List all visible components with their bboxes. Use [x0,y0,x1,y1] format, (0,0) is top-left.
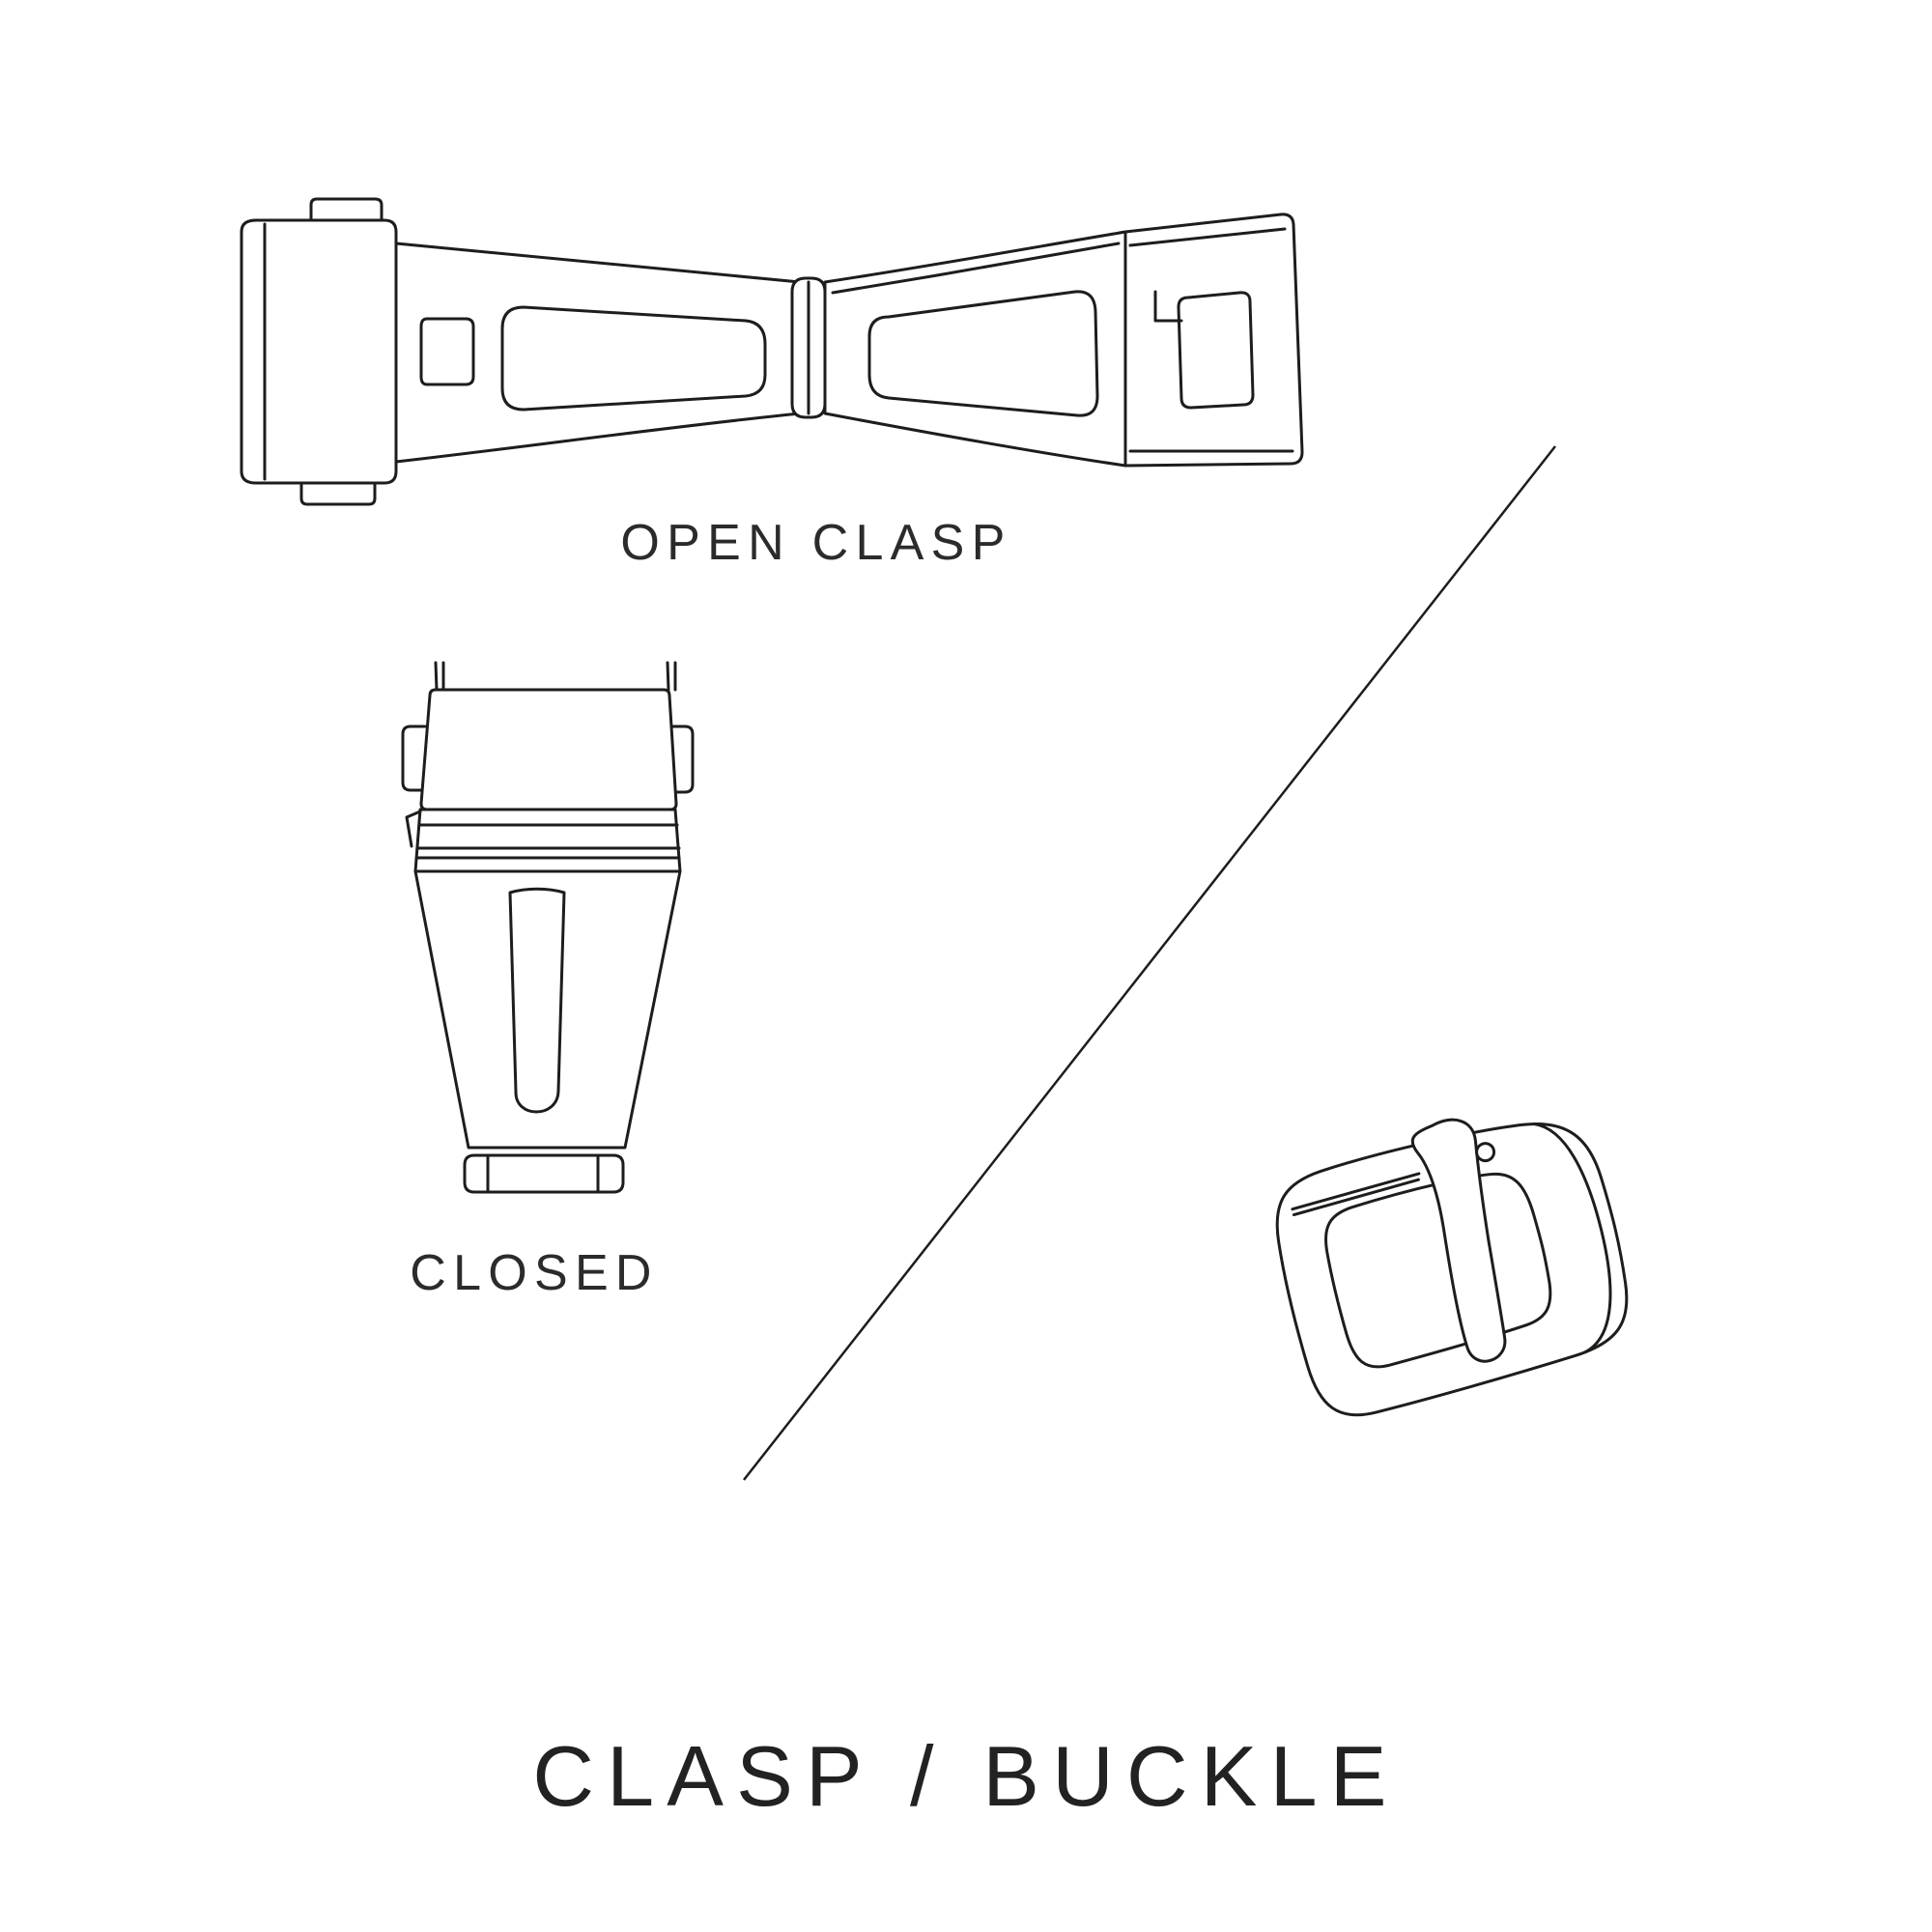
open-clasp-label: OPEN CLASP [620,515,1012,571]
closed-clasp-illustration [401,661,695,1194]
tang-buckle-illustration [1275,1118,1629,1417]
closed-clasp-label: CLOSED [410,1245,659,1301]
open-clasp-illustration [240,197,1304,506]
diagram-title: CLASP / BUCKLE [532,1728,1400,1824]
